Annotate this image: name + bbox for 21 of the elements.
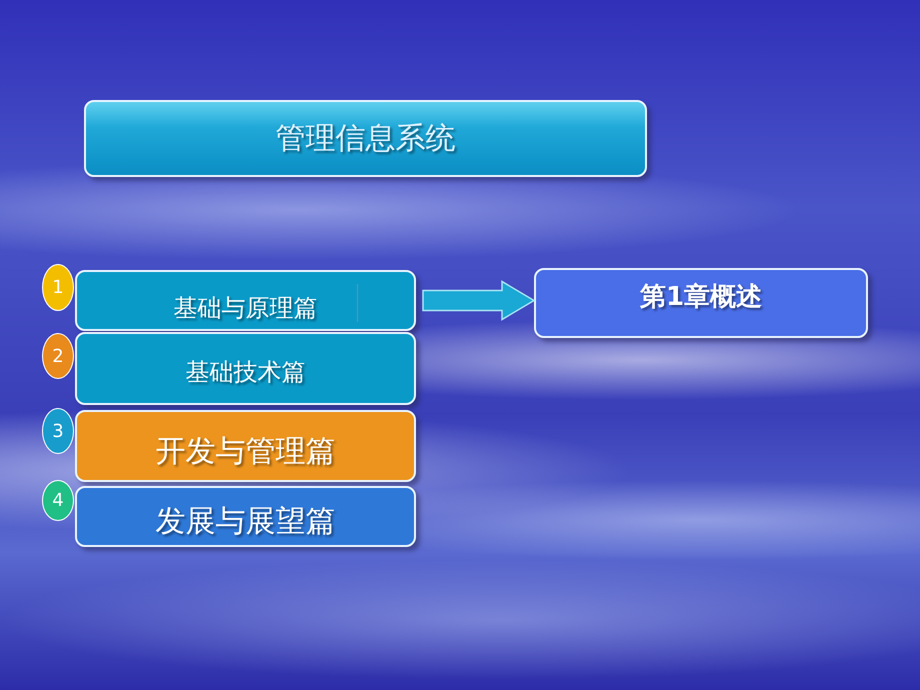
chapter-box [534,268,868,338]
number-badge [42,480,74,521]
number-badge [42,333,74,379]
badge-number: 2 [52,346,64,366]
section-box [75,332,416,405]
badge-number: 4 [52,490,64,511]
badge-number: 3 [52,420,64,442]
section-label: 基础与原理篇 [174,292,318,324]
section-label: 第1章概述 [640,280,762,314]
block-arrow [422,280,536,321]
section-label: 基础技术篇 [186,356,306,388]
badge-number: 1 [52,277,64,298]
title-banner [84,100,647,177]
section-label: 开发与管理篇 [156,432,336,470]
number-badge [42,408,74,454]
section-box [75,410,416,482]
section-label: 发展与展望篇 [156,503,336,541]
section-box [75,270,416,331]
section-box [75,486,416,547]
number-badge [42,264,74,311]
title-text: 管理信息系统 [276,120,456,158]
